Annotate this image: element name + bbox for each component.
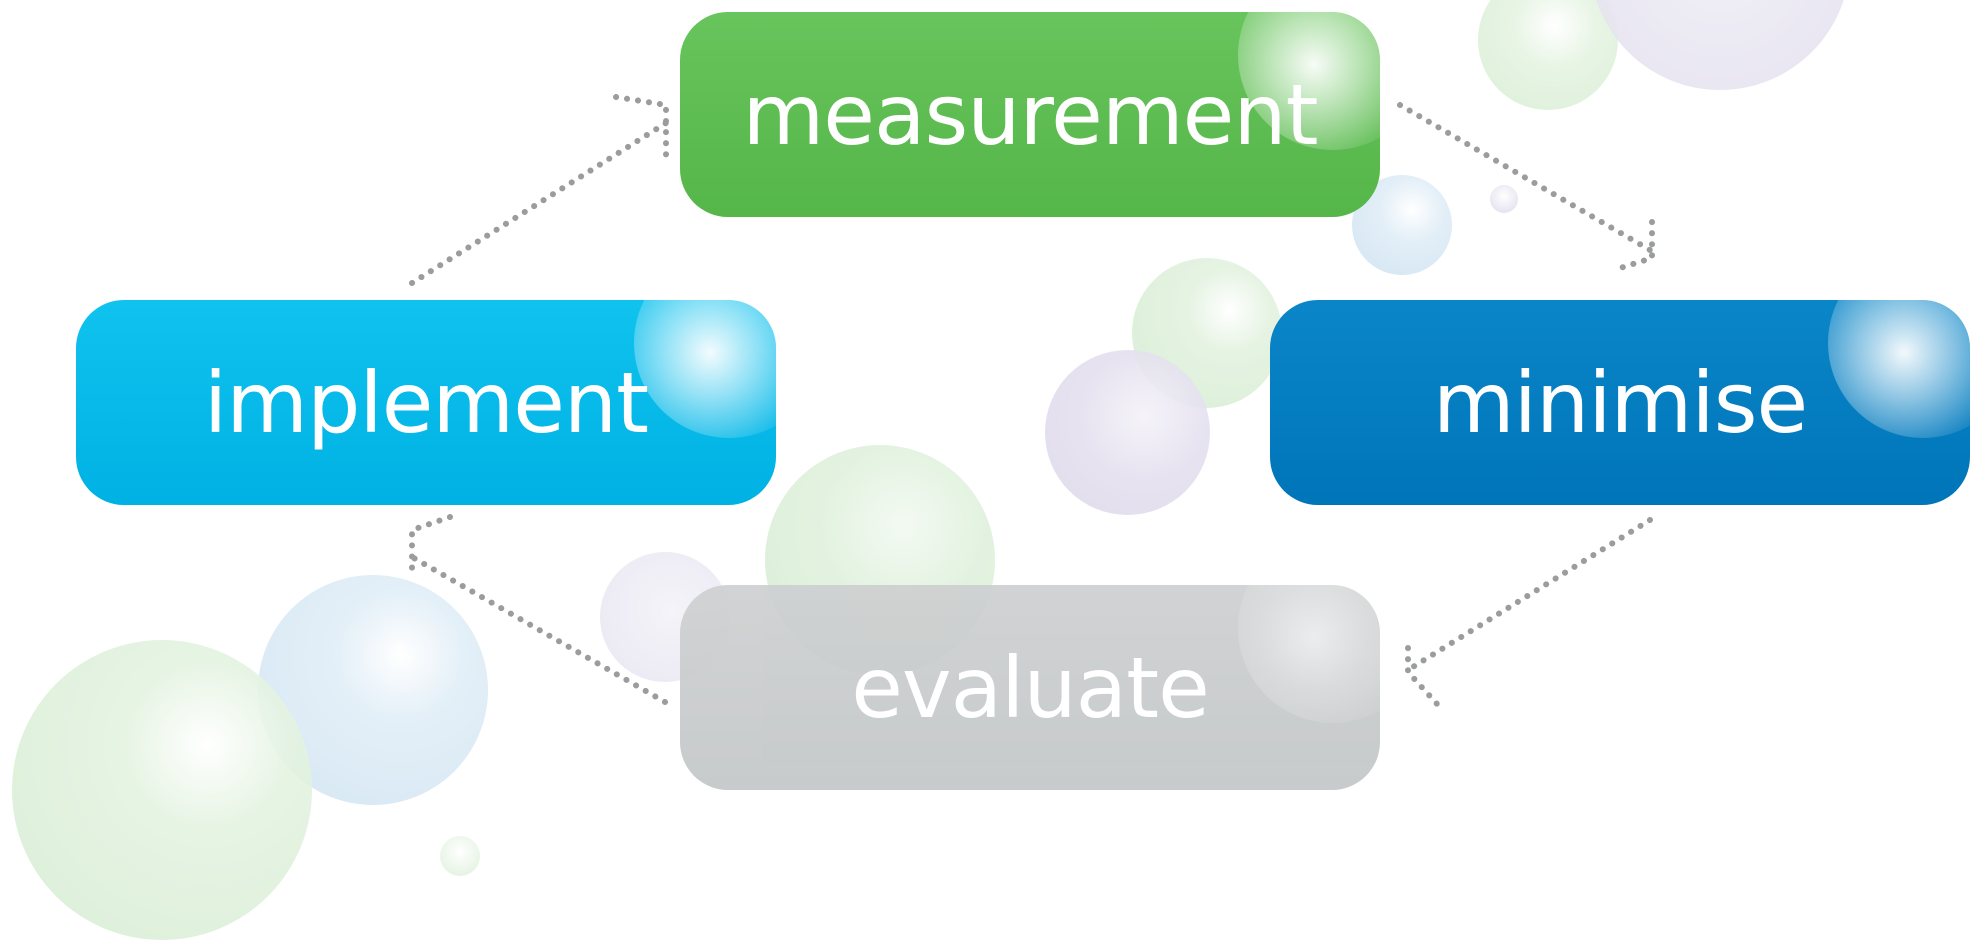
connector-measurement-to-minimise [1397, 102, 1653, 253]
bubble-decoration [440, 836, 480, 876]
implement-stage[interactable]: implement [76, 300, 776, 505]
arrowhead-minimise [1611, 219, 1655, 273]
minimise-stage[interactable]: minimise [1270, 300, 1970, 505]
connector-minimise-to-evaluate [1405, 517, 1653, 673]
arrowhead-evaluate [1405, 645, 1441, 708]
evaluate-stage[interactable]: evaluate [680, 585, 1380, 790]
measurement-label: measurement [742, 65, 1318, 164]
evaluate-label: evaluate [851, 638, 1210, 737]
connector-implement-to-measurement [409, 120, 669, 286]
connector-evaluate-to-implement [409, 554, 668, 705]
highlight-decoration [1828, 300, 1970, 438]
measurement-stage[interactable]: measurement [680, 12, 1380, 217]
highlight-decoration [634, 300, 776, 438]
bubble-decoration [1490, 185, 1518, 213]
highlight-decoration [1238, 585, 1380, 723]
minimise-label: minimise [1432, 353, 1808, 452]
bubble-decoration [1478, 0, 1618, 110]
bubble-decoration [12, 640, 312, 940]
bubble-decoration [1045, 350, 1210, 515]
implement-label: implement [203, 353, 649, 452]
arrowhead-implement [409, 514, 453, 571]
arrowhead-measurement [613, 94, 669, 163]
